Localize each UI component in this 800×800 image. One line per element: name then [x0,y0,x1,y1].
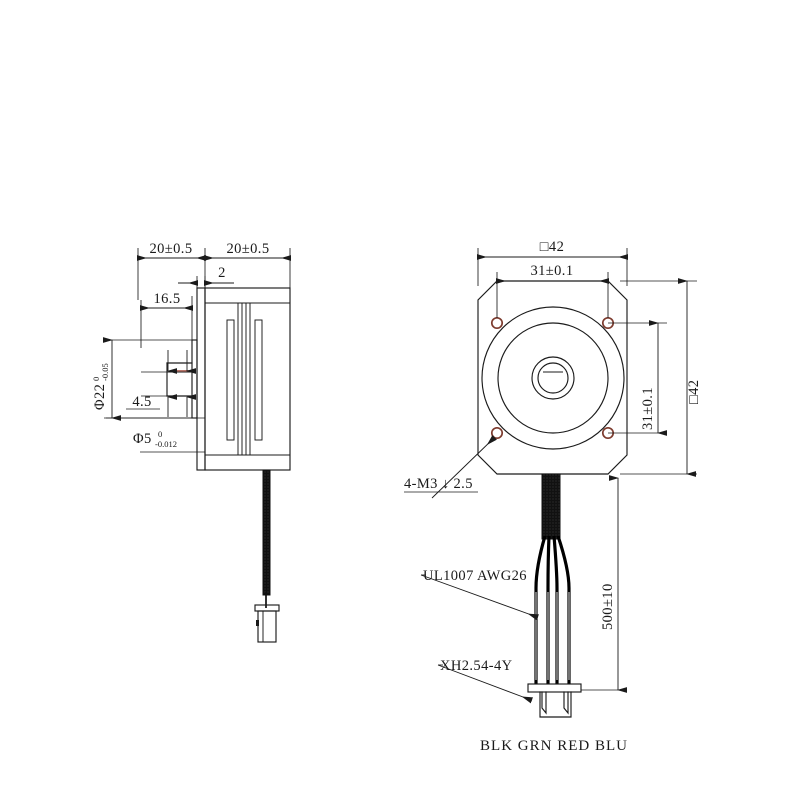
xh-connector [527,683,582,718]
side-view-cable [262,469,271,608]
dim-text-boss-tol-lower: -0.05 [100,363,110,381]
dim-text-body-square-top: □42 [540,239,564,255]
dim-text-body-square-right: □42 [686,380,702,404]
dim-text-shaft-tol-upper: 0 [158,429,162,439]
mounting-hole-top-left [490,316,504,330]
dim-hole-pitch-vertical: 31±0.1 [608,320,667,436]
dim-flange-thickness: 2 [178,265,234,290]
cable-wires [534,535,571,684]
dim-cable-length: 500±10 [581,475,627,693]
dim-text-hole-pitch-vertical: 31±0.1 [640,387,656,430]
dim-text-boss-diameter: Φ22 [92,384,108,410]
dim-text-cable-length: 500±10 [600,583,616,630]
side-view-body [204,287,291,471]
dim-text-hole-pitch-horizontal: 31±0.1 [531,263,574,279]
side-view-lamination [226,303,263,455]
dim-text-body-length: 20±0.5 [227,241,270,257]
dim-shaft-diameter: Φ5 0 -0.012 [106,417,205,453]
side-view-shaft [166,339,198,419]
front-view: □42 31±0.1 31±0.1 [404,239,702,499]
dim-text-shaft-tol-lower: -0.012 [155,439,177,449]
dim-hole-pitch-horizontal: 31±0.1 [496,263,609,318]
wiring-assembly: UL1007 AWG26 XH2.54-4Y 500±10 BLK GRN RE… [420,473,628,754]
callout-cable-spec: UL1007 AWG26 [420,568,540,621]
dim-flat-depth: 4.5 [126,350,196,417]
dim-text-flat-length: 16.5 [154,291,181,307]
front-view-mounting-holes [490,316,615,440]
callout-mounting-holes: 4-M3 ↓ 2.5 [404,435,497,499]
dim-body-length: 20±0.5 [204,241,291,292]
callout-connector: XH2.54-4Y [437,658,534,704]
dim-body-square-top: □42 [477,239,628,286]
callout-text-connector: XH2.54-4Y [440,658,513,674]
dim-text-shaft-length: 20±0.5 [150,241,193,257]
side-view-connector [254,604,280,643]
wire-color-legend: BLK GRN RED BLU [480,738,628,754]
dim-body-square-right: □42 [620,278,702,477]
dim-text-flange-thickness: 2 [218,265,226,281]
callout-text-cable-spec: UL1007 AWG26 [423,568,527,584]
front-view-body [477,280,628,475]
dim-text-shaft-diameter: Φ5 [133,431,152,447]
dim-text-flat-depth: 4.5 [132,394,151,410]
cable-sleeve [541,473,561,540]
dim-text-boss-tol-upper: 0 [91,377,101,381]
callout-text-mounting-holes: 4-M3 ↓ 2.5 [404,476,473,492]
front-view-circles [481,306,625,450]
side-view: 20±0.5 20±0.5 2 16.5 [91,241,291,643]
side-view-flange [196,287,206,471]
mounting-hole-bottom-left [490,426,504,440]
dim-flat-length: 16.5 [140,291,193,348]
